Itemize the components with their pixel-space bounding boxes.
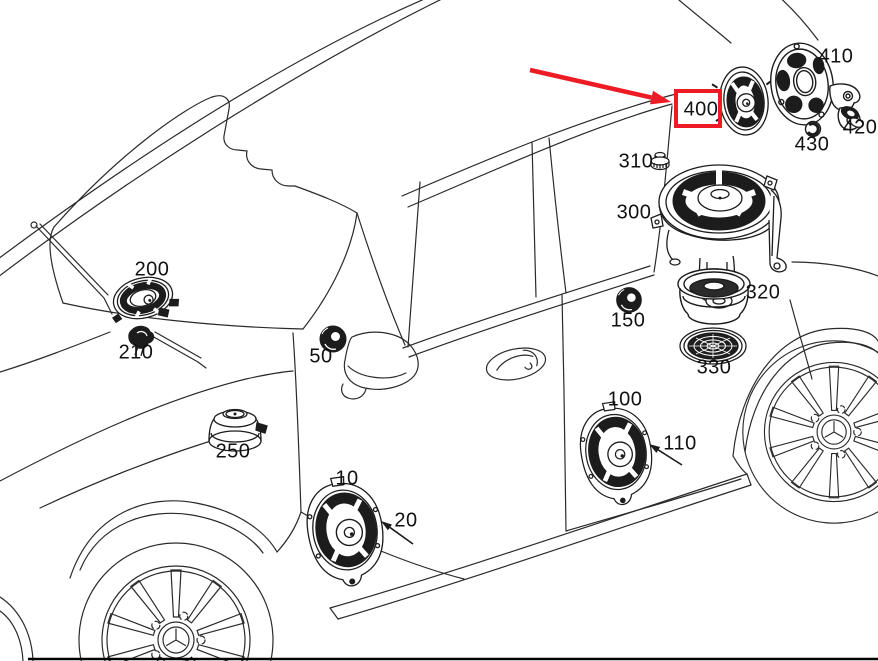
part-illustration-150 (615, 286, 643, 314)
part-illustration-200 (111, 276, 180, 324)
arrow-110 (649, 444, 683, 466)
highlight-box (674, 89, 722, 128)
arrow-group (381, 67, 683, 545)
part-illustration-330 (679, 327, 747, 365)
arrow-20 (381, 521, 414, 545)
part-illustration-10 (301, 472, 390, 591)
highlight-arrow (529, 67, 671, 105)
part-illustration-420 (840, 106, 864, 128)
part-illustration-210 (128, 325, 155, 357)
part-illustration-320 (677, 268, 751, 325)
part-illustration-50 (319, 325, 347, 353)
annotation-layer (381, 67, 722, 545)
rear-wheel (743, 341, 878, 523)
part-illustration-250 (208, 408, 268, 452)
front-wheel (79, 543, 273, 661)
part-illustration-430 (804, 120, 822, 138)
part-illustration-100 (575, 398, 658, 509)
part-illustration-300 (650, 164, 787, 309)
part-illustration-310 (650, 151, 670, 171)
